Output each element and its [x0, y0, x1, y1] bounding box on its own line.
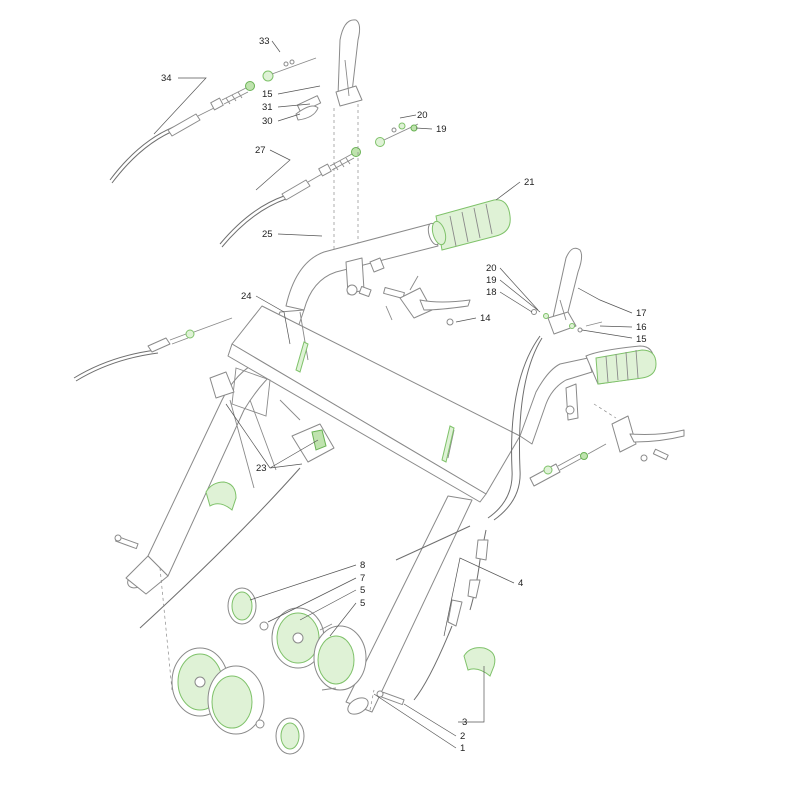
callout-27: 27: [255, 145, 266, 156]
callout-34: 34: [161, 73, 172, 84]
callout-20-upper: 20: [417, 110, 428, 121]
right-handle-lever-assembly: [531, 247, 603, 335]
bolts: [114, 534, 405, 706]
callout-20-right: 20: [486, 263, 497, 274]
upper-left-handle-lever-assembly: [295, 19, 363, 121]
callout-31: 31: [262, 102, 273, 113]
callout-5-a: 5: [360, 585, 365, 596]
callout-4: 4: [518, 578, 523, 589]
callout-5-b: 5: [360, 598, 365, 609]
upper-handle-bar: [285, 199, 511, 311]
callout-19-upper: 19: [436, 124, 447, 135]
cable-assembly-27: [219, 122, 419, 248]
callout-7: 7: [360, 573, 365, 584]
brake-lever-14: [369, 257, 471, 326]
callout-30: 30: [262, 116, 273, 127]
right-brake-lever: [593, 403, 685, 462]
main-handle-frame: [125, 305, 657, 715]
callout-19-right: 19: [486, 275, 497, 286]
callout-16: 16: [636, 322, 647, 333]
wheel-assembly-upper: [227, 587, 367, 691]
callout-24: 24: [241, 291, 252, 302]
callout-8: 8: [360, 560, 365, 571]
wheel-assembly-lower: [171, 647, 305, 755]
left-cable-set: [73, 317, 233, 382]
callout-15-upper: 15: [262, 89, 273, 100]
green-bracket-clips: [205, 481, 496, 677]
cable-assembly-34: [109, 57, 317, 184]
callout-14: 14: [480, 313, 491, 324]
callout-15-right: 15: [636, 334, 647, 345]
callout-21: 21: [524, 177, 535, 188]
callout-numbers: 33 34 15 31 30 20 19 27 21 25 20 19 18 1…: [161, 36, 647, 754]
callout-18: 18: [486, 287, 497, 298]
leader-lines: [153, 40, 633, 749]
callout-3: 3: [462, 717, 467, 728]
callout-17: 17: [636, 308, 647, 319]
callout-2: 2: [460, 731, 465, 742]
callout-33: 33: [259, 36, 270, 47]
callout-1: 1: [460, 743, 465, 754]
callout-25: 25: [262, 229, 273, 240]
callout-23: 23: [256, 463, 267, 474]
